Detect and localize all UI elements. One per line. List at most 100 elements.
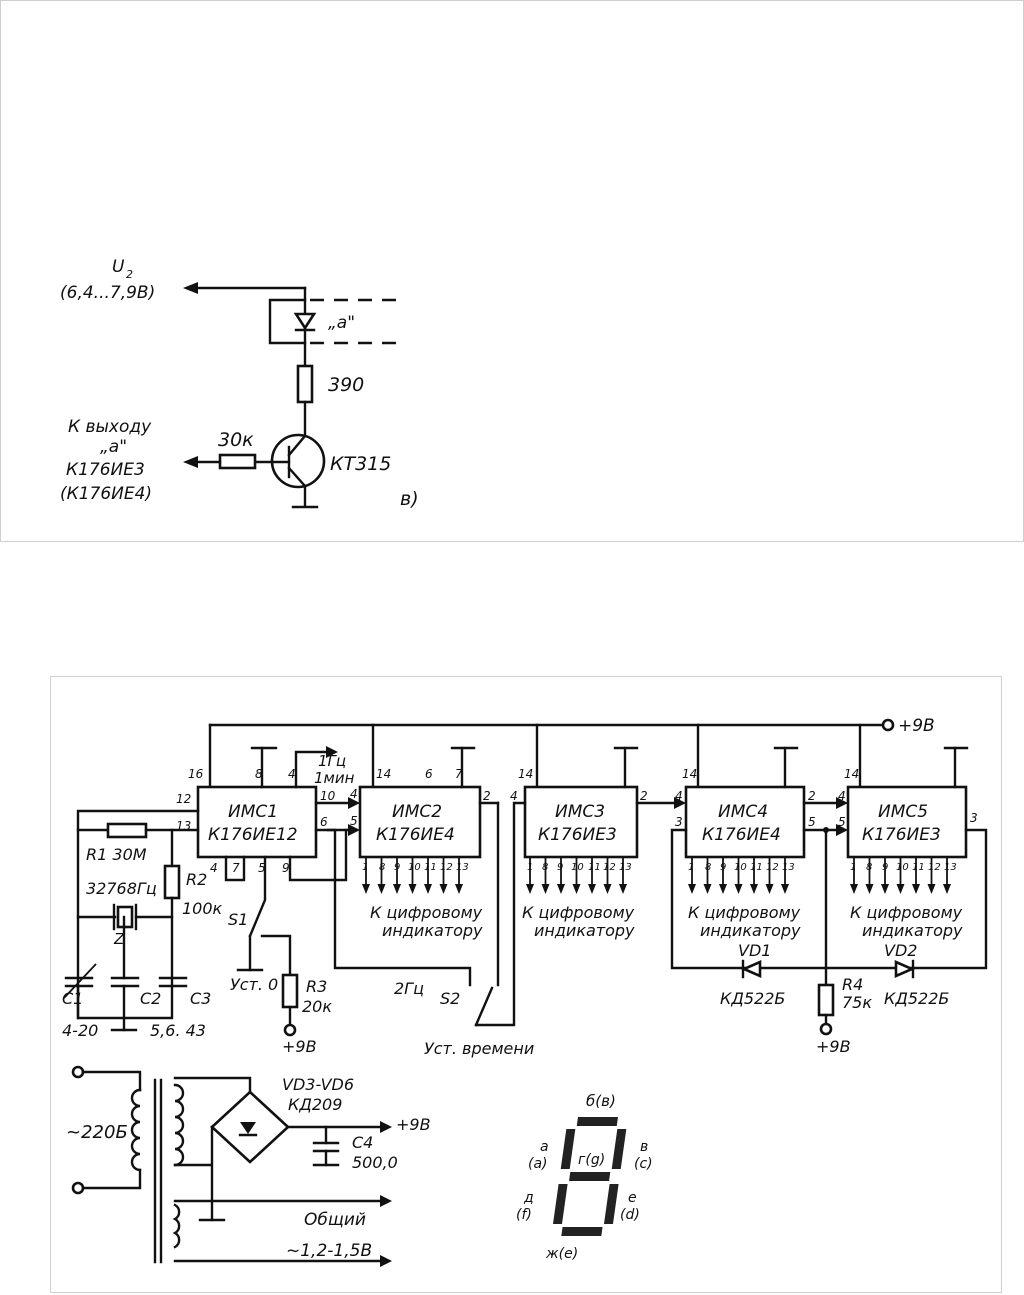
ic1-pin6: 6: [320, 815, 328, 829]
resistor-30k-icon: [218, 453, 257, 470]
ic3-out-8: 8: [542, 862, 548, 873]
input-label-3: К176ИЕ3: [66, 460, 145, 480]
arrow-ic1-ic2: [348, 797, 360, 809]
ic1-pin8: 8: [255, 767, 263, 781]
output-arrow-icon: [865, 884, 874, 894]
output-arrow-icon: [734, 884, 743, 894]
r1-label: R1 30М: [86, 845, 147, 864]
ic2-out-12: 12: [440, 862, 453, 873]
arrow-ic3-ic4: [674, 797, 686, 809]
chip-3-ref: ИМС3: [555, 802, 605, 822]
seg-label-zh: ж(е): [545, 1246, 578, 1262]
supply-label-a: U: [112, 257, 125, 277]
s2-label: S2: [440, 989, 460, 1008]
r2-label: R2: [186, 870, 207, 889]
ic5-pin4: 4: [838, 789, 846, 803]
output-arrow-icon: [362, 884, 370, 894]
r3-value: 20к: [302, 997, 332, 1016]
chip-5: [846, 785, 968, 859]
ic5-out-9: 9: [882, 862, 888, 873]
chip-4: [684, 785, 806, 859]
ic1-pin10: 10: [320, 789, 336, 803]
chip-5-type: К176ИЕ3: [862, 825, 941, 845]
supply-sub-a: 2: [126, 268, 133, 281]
segment-top: [576, 1117, 619, 1126]
crystal-label: Z: [113, 930, 125, 948]
ic4-out-11: 11: [750, 862, 763, 873]
seg-label-d-sub: (f): [516, 1207, 532, 1223]
ic4-pin3: 3: [675, 815, 683, 829]
ic2-out-1: 1: [362, 862, 368, 873]
output-arrow-icon: [557, 884, 565, 894]
mains-terminal-bottom: [71, 1181, 85, 1195]
output-arrow-icon: [781, 884, 789, 894]
r3-label: R3: [306, 977, 327, 996]
common-arrow: [380, 1195, 392, 1207]
crystal-freq: 32768Гц: [86, 879, 157, 898]
s1-caption: Уст. 0: [230, 975, 278, 994]
chip-1: [196, 785, 318, 859]
chip-5-ref: ИМС5: [878, 802, 928, 822]
transistor-collector: [287, 434, 307, 457]
input-label-4: (К176ИЕ4): [60, 484, 152, 504]
output-arrow-icon: [881, 884, 889, 894]
freq-1hz: 1Гц: [318, 752, 346, 770]
output-arrow-icon: [455, 884, 463, 894]
ic3-out-13: 13: [619, 862, 632, 873]
wire-ic3-in: [474, 801, 527, 1027]
chip-4-ref: ИМС4: [718, 802, 768, 822]
output-arrow-icon: [603, 884, 612, 894]
r4-terminal: [819, 1022, 833, 1036]
ic5-pin14: 14: [844, 767, 859, 781]
segment-upper-left: [560, 1129, 576, 1169]
ic1-pin9-wire: [288, 828, 348, 882]
output-arrow-icon: [765, 884, 774, 894]
ic4-pin2: 2: [808, 789, 816, 803]
s2-caption: Уст. времени: [424, 1039, 534, 1058]
ic3-pin2: 2: [640, 789, 648, 803]
chip-2-type: К176ИЕ4: [376, 825, 455, 845]
output-arrow-icon: [912, 884, 920, 894]
c2-label: C2: [140, 989, 161, 1008]
ic5-out-8: 8: [866, 862, 872, 873]
seg-label-v: в: [640, 1139, 648, 1155]
output-arrows: [362, 857, 951, 894]
chip-4-type: К176ИЕ4: [702, 825, 781, 845]
ind5-line1: К цифровому: [850, 903, 963, 922]
ic1-pin4b: 4: [210, 861, 218, 875]
ic2-out-9: 9: [394, 862, 400, 873]
input-label-2: „а": [100, 437, 127, 457]
seg-label-b: б(в): [586, 1092, 616, 1110]
segment-label-a: „а": [328, 313, 355, 333]
ic1-pin16: 16: [188, 767, 204, 781]
seg-label-g: г(g): [578, 1152, 605, 1168]
ic5-out-1: 1: [850, 862, 856, 873]
r2-value: 100к: [182, 899, 223, 918]
vd1-type: КД522Б: [720, 989, 785, 1008]
freq-1min: 1мин: [314, 769, 355, 787]
ic4-out-12: 12: [766, 862, 779, 873]
out-9v: +9В: [396, 1115, 431, 1134]
ic5-out-10: 10: [896, 862, 909, 873]
ic1-loop: [224, 855, 246, 882]
ic5-out-12: 12: [928, 862, 941, 873]
r3-terminal: [283, 1023, 297, 1037]
r3-icon: [281, 973, 299, 1009]
ic2-out-8: 8: [379, 862, 385, 873]
supply-arrow-a: [183, 282, 198, 294]
arrow-ic4-ic5: [836, 797, 848, 809]
freq-2hz: 2Гц: [394, 979, 424, 998]
seg-label-e-sub: (d): [620, 1207, 640, 1223]
chip-2-ref: ИМС2: [392, 802, 442, 822]
ind5-line2: индикатору: [862, 921, 963, 940]
input-arrow-a: [183, 456, 198, 468]
ind2-line2: индикатору: [382, 921, 483, 940]
plus9-r4: +9В: [816, 1037, 851, 1056]
ic3-out-11: 11: [588, 862, 601, 873]
output-pin-labels: 1 8 9 10 11 12 13 1 8 9 10 11 12 13 1 8 …: [362, 862, 957, 873]
chip-3: [523, 785, 639, 859]
ic5-pin3: 3: [970, 811, 978, 825]
mains-wire-top: [81, 1070, 142, 1092]
c1-trim-icon: [63, 963, 97, 999]
